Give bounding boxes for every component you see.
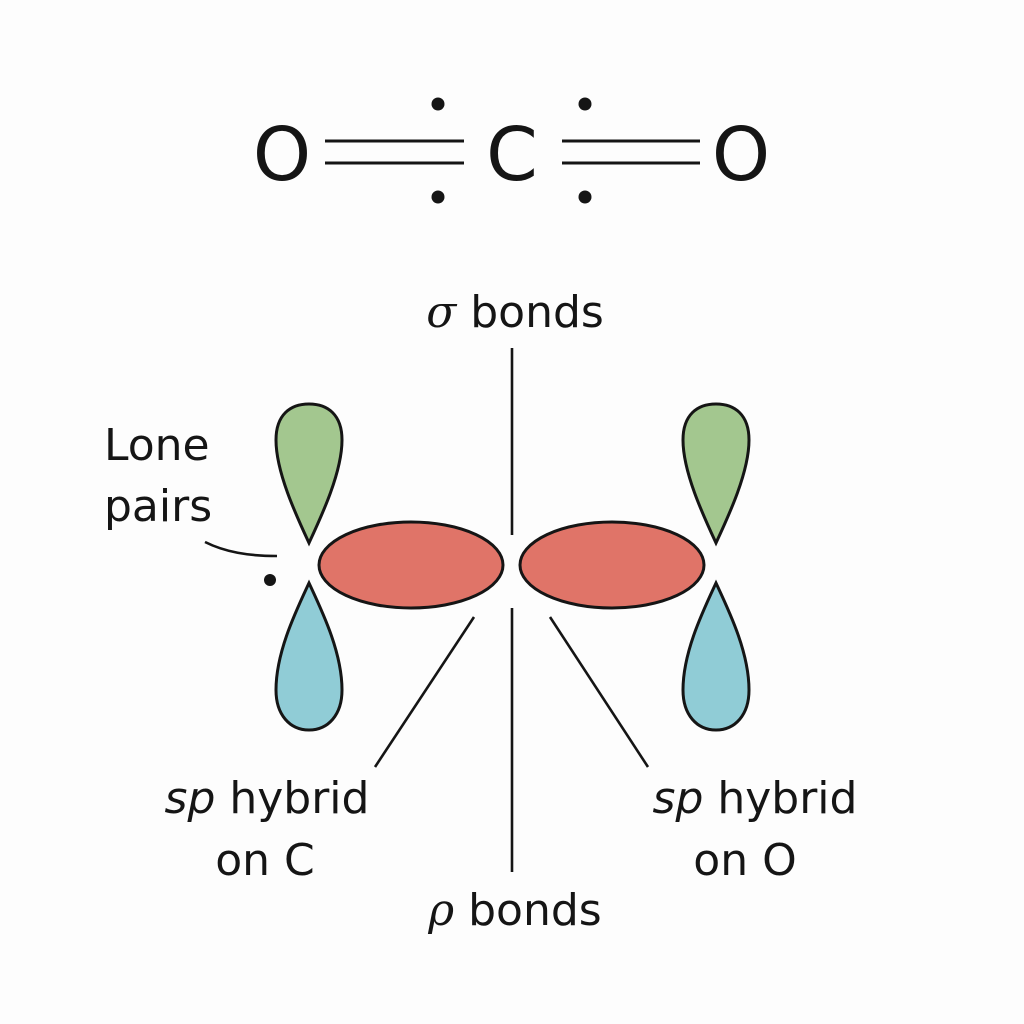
sp-hybrid-lobe-oxygen — [518, 520, 706, 610]
leader-sp-hybrid-o — [548, 616, 650, 768]
sigma-bonds-label-top: σ bonds — [426, 287, 604, 338]
leader-sp-hybrid-c — [373, 616, 476, 768]
right-p-orbital-upper-lobe — [681, 402, 751, 547]
sp-hybrid-lobe-carbon — [317, 520, 505, 610]
atom-left-oxygen: O — [253, 112, 311, 198]
sigma-bonds-label-bottom: ρ bonds — [427, 885, 601, 936]
electron-dot — [578, 190, 592, 204]
hybrid-c-label-line2: on C — [215, 835, 315, 886]
left-p-orbital-upper-lobe — [274, 402, 344, 547]
bonds-text: bonds — [454, 885, 602, 936]
hybrid-text: hybrid — [703, 773, 857, 824]
hybrid-o-label-line1: sp hybrid — [653, 773, 858, 824]
lone-pair-dot — [264, 574, 276, 586]
hybrid-c-label-line1: sp hybrid — [165, 773, 370, 824]
orbital-picture — [204, 348, 751, 872]
hybrid-text: hybrid — [215, 773, 369, 824]
sp-text: sp — [165, 773, 216, 824]
bonds-text: bonds — [456, 287, 604, 338]
sp-text: sp — [653, 773, 704, 824]
lone-pairs-label-line1: Lone — [104, 420, 210, 471]
atom-carbon: C — [486, 112, 538, 198]
hybrid-o-label-line2: on O — [693, 835, 796, 886]
electron-dot — [431, 97, 445, 111]
rho-symbol: ρ — [427, 885, 454, 936]
sigma-symbol: σ — [426, 287, 458, 338]
atom-right-oxygen: O — [712, 112, 770, 198]
right-p-orbital-lower-lobe — [681, 579, 751, 732]
lone-pairs-label-line2: pairs — [104, 481, 212, 532]
electron-dot — [578, 97, 592, 111]
lewis-structure: O C O — [253, 97, 770, 204]
labels: σ bonds Lone pairs sp hybrid on C sp hyb… — [104, 287, 857, 936]
electron-dot — [431, 190, 445, 204]
leader-lone-pairs — [204, 540, 278, 558]
left-p-orbital-lower-lobe — [274, 579, 344, 732]
